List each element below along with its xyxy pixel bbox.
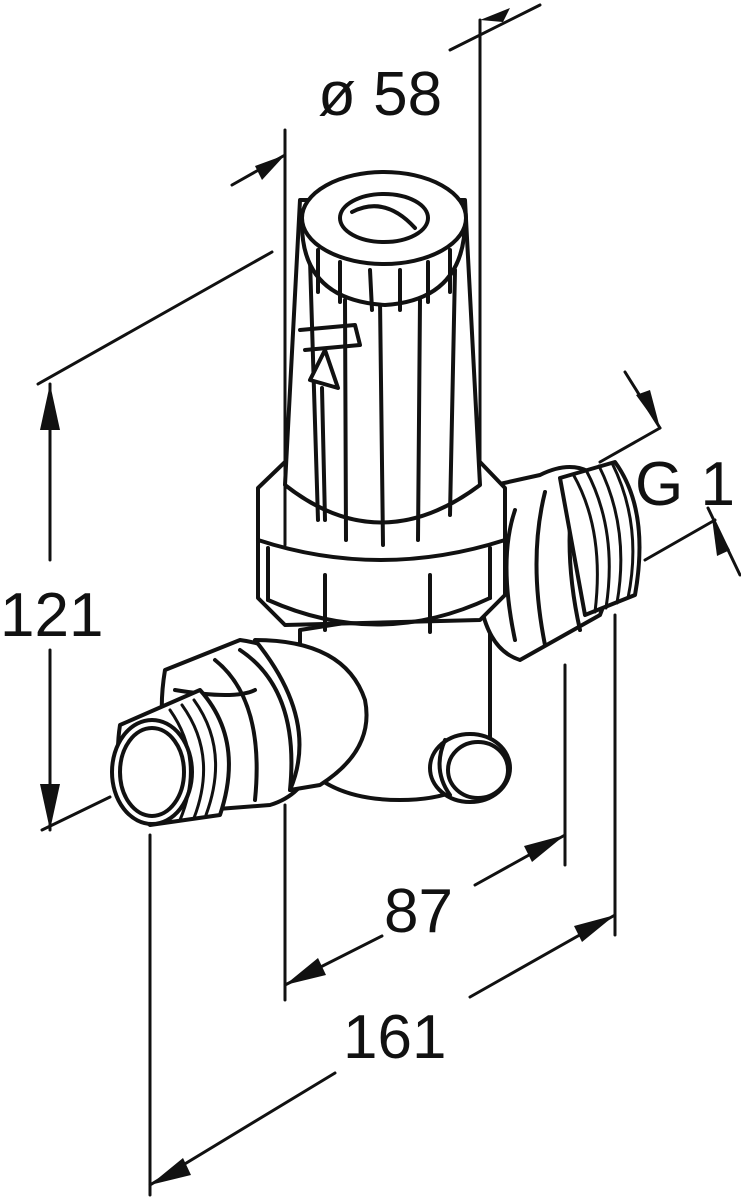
side-plug xyxy=(428,732,512,804)
height-dimension xyxy=(36,250,274,832)
adjusting-knob xyxy=(299,170,468,312)
pressure-scale-arrow-icon xyxy=(298,323,362,522)
thread-label: G 1 xyxy=(635,450,735,519)
left-coupling-collar xyxy=(253,638,369,792)
center-distance-label: 87 xyxy=(384,877,453,946)
right-threaded-end xyxy=(558,460,642,617)
overall-length-label: 161 xyxy=(343,1003,446,1072)
overall-length-dimension xyxy=(148,613,617,1197)
thread-dimension xyxy=(598,370,741,577)
left-threaded-end xyxy=(110,688,231,827)
diameter-dimension xyxy=(230,3,542,547)
center-distance-dimension xyxy=(283,663,567,1002)
height-label: 121 xyxy=(0,581,103,650)
diameter-label: ø 58 xyxy=(318,60,442,129)
